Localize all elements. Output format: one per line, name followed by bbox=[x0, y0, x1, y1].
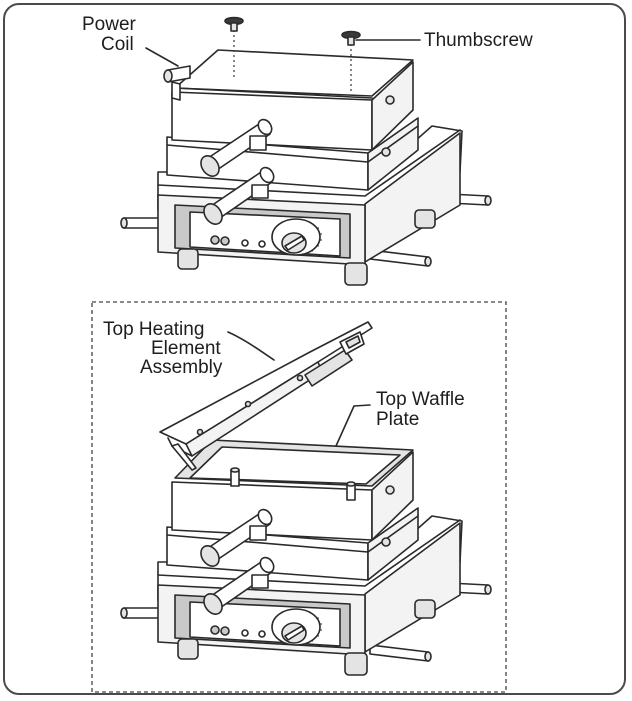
thumbscrew-right-icon bbox=[341, 30, 361, 46]
lid-side bbox=[371, 61, 414, 151]
assembled-waffle-maker bbox=[120, 16, 492, 286]
plate-post-left bbox=[230, 467, 240, 487]
plate-post-right bbox=[346, 481, 356, 501]
thermostat-icon bbox=[258, 240, 266, 248]
handle-upper bbox=[200, 118, 273, 177]
top-heating-label-line2: Element bbox=[151, 338, 221, 359]
timer-dial bbox=[271, 218, 322, 256]
power-coil-label-line2: Coil bbox=[101, 34, 134, 55]
top-heating-label-line1: Top Heating bbox=[103, 319, 204, 340]
thumbscrew-left-icon bbox=[224, 16, 244, 32]
lid-front bbox=[171, 91, 373, 151]
handle-upper-2 bbox=[200, 508, 273, 567]
handle-lower bbox=[203, 166, 275, 225]
foot-front-left bbox=[177, 248, 199, 270]
diagram-frame bbox=[3, 3, 626, 695]
top-waffle-label-line1: Top Waffle bbox=[376, 389, 465, 410]
power-switch bbox=[241, 239, 249, 247]
power-coil bbox=[163, 65, 191, 101]
detail-box bbox=[91, 301, 507, 693]
top-waffle-label-line2: Plate bbox=[376, 409, 419, 430]
top-heating-label-line3: Assembly bbox=[140, 357, 223, 378]
open-tray-front bbox=[171, 481, 373, 541]
side-rod-left-front-2 bbox=[120, 607, 161, 619]
indicator-light-1 bbox=[210, 235, 220, 245]
side-rod-right-front-2 bbox=[369, 644, 432, 662]
top-heating-element-assembly bbox=[159, 321, 373, 471]
disassembled-waffle-maker bbox=[120, 321, 492, 676]
foot-front-right bbox=[344, 262, 368, 286]
side-rod-left-front bbox=[120, 217, 161, 229]
thumbscrew-label: Thumbscrew bbox=[424, 30, 533, 51]
foot-rear-right bbox=[414, 209, 436, 229]
power-coil-label-line1: Power bbox=[82, 14, 137, 35]
timer-dial-2 bbox=[271, 608, 322, 646]
indicator-light-2 bbox=[220, 236, 230, 246]
handle-lower-2 bbox=[203, 556, 275, 615]
